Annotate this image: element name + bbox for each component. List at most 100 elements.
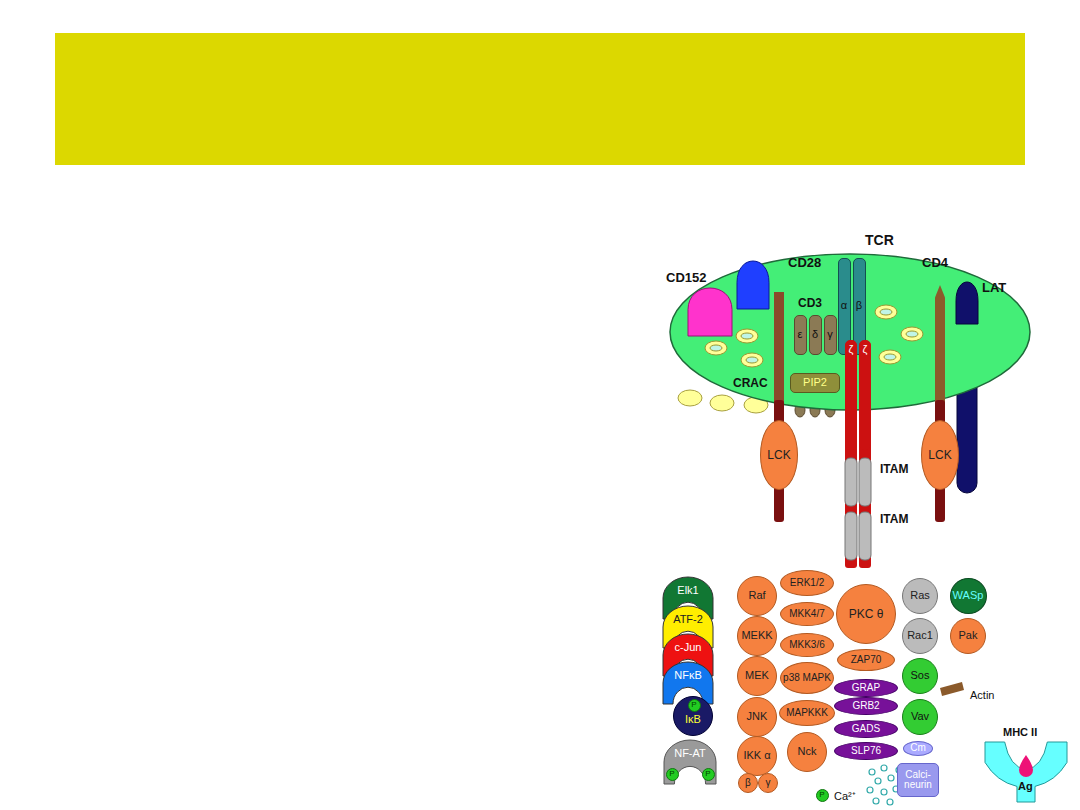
- kinase-oval: MKK4/7: [780, 602, 834, 626]
- molecule-label: CD4: [922, 255, 948, 270]
- itam-segment: [845, 458, 857, 506]
- phosphate-dot: P: [666, 768, 679, 781]
- coreceptor-stalk: CD4: [935, 285, 945, 335]
- channel-base: [678, 390, 702, 406]
- molecule-name: α: [841, 300, 847, 312]
- inhibitor-circle: IκBP: [673, 696, 713, 736]
- calcium-ion: [888, 775, 894, 781]
- molecule-name: P: [669, 770, 674, 778]
- kinase-oval: MKK3/6: [780, 633, 834, 657]
- receptor-dome-shape: [688, 288, 732, 336]
- kinase-oval: LCK: [921, 420, 959, 490]
- crac-channel: [741, 353, 763, 367]
- molecule-name: β: [856, 300, 862, 312]
- kinase-circle: PKC θ: [836, 584, 896, 644]
- molecule-name: P: [819, 791, 824, 799]
- molecule-name: GRAP: [852, 683, 880, 694]
- molecule-name: Rac1: [907, 630, 933, 642]
- zeta-tail: [859, 440, 871, 568]
- molecule-name: P: [691, 701, 696, 709]
- kinase-circle: Pak: [950, 618, 986, 654]
- actin-regulator: WASp: [950, 578, 987, 614]
- coreceptor-stalk-outline: [935, 285, 945, 335]
- channel-ring: [705, 341, 727, 355]
- molecule-name: JNK: [747, 711, 768, 723]
- antigen-shape: [1019, 755, 1033, 777]
- crac-channel: [901, 327, 923, 341]
- molecule-name: GRB2: [852, 701, 879, 712]
- actin-filament: [940, 682, 964, 696]
- cd3-chain: γ: [824, 315, 837, 355]
- lipid-box: PIP2: [790, 373, 840, 393]
- molecule-name: LCK: [928, 449, 951, 462]
- molecule-name: ζ: [849, 344, 854, 356]
- phosphatase-box: Calci- neurin: [897, 763, 939, 797]
- kinase-circle: Nck: [787, 732, 827, 772]
- molecule-name: Raf: [748, 590, 765, 602]
- kinase-oval: ZAP70: [837, 649, 895, 671]
- calmodulin-oval: Cm: [903, 741, 933, 756]
- cd3-chain: δ: [809, 315, 822, 355]
- channel-ring: [879, 350, 901, 364]
- adaptor-oval: GADS: [834, 720, 898, 738]
- mhc-molecule: MHC IIAg: [985, 742, 1067, 802]
- adaptor-oval: SLP76: [834, 742, 898, 760]
- molecule-name: c-Jun: [675, 642, 702, 654]
- molecule-label: MHC II: [1003, 726, 1037, 738]
- molecule-name: Ras: [910, 590, 930, 602]
- molecule-name: Elk1: [677, 585, 698, 597]
- crac-channel: [705, 341, 727, 355]
- zeta-tails: [845, 440, 871, 568]
- molecule-name: MAPKKK: [786, 708, 828, 719]
- channel-ring: [875, 305, 897, 319]
- molecule-name: LCK: [767, 449, 790, 462]
- cd28-stalk: [774, 292, 784, 404]
- gtpase-circle: Ras: [902, 578, 938, 614]
- molecule-name: γ: [766, 778, 771, 789]
- structure-label: ITAM: [880, 512, 908, 526]
- calcium-ion: [881, 789, 887, 795]
- calcium-ion: [873, 798, 879, 804]
- molecule-name: MEKK: [741, 630, 772, 642]
- channel-pore: [710, 345, 722, 351]
- molecule-name: ATF-2: [673, 614, 703, 626]
- kinase-circle: MEKK: [737, 616, 777, 656]
- phosphate-dot: P: [702, 768, 715, 781]
- phosphate-dot: P: [688, 699, 701, 712]
- receptor-dome: CD28: [737, 261, 769, 309]
- kinase-oval: LCK: [760, 420, 798, 490]
- molecule-name: Calci- neurin: [900, 770, 936, 791]
- molecule-label: CD152: [666, 270, 706, 285]
- zeta-chain: ζ: [859, 340, 871, 450]
- crac-channel: [875, 305, 897, 319]
- structure-label: CD3: [798, 296, 822, 310]
- kinase-oval: p38 MAPK: [780, 662, 834, 694]
- molecule-name: PIP2: [803, 377, 827, 389]
- kinase-subunit: γ: [758, 773, 778, 793]
- molecule-name: SLP76: [851, 746, 881, 757]
- itam-segment: [859, 512, 871, 560]
- receptor-dome-outline: [688, 288, 732, 336]
- molecule-name: Cm: [910, 743, 926, 754]
- calcium-ion: [881, 765, 887, 771]
- molecule-name: Sos: [911, 670, 930, 682]
- molecule-name: WASp: [953, 590, 984, 602]
- adaptor-dome-shape: [956, 282, 978, 324]
- cd4-stalk: [935, 333, 945, 404]
- molecule-name: GADS: [852, 724, 880, 735]
- receptor-dome-outline: [737, 261, 769, 309]
- structure-label: TCR: [865, 232, 894, 248]
- kinase-circle: JNK: [737, 697, 777, 737]
- crac-channel: [736, 329, 758, 343]
- molecule-name: MKK3/6: [789, 640, 825, 651]
- molecule-name: PKC θ: [849, 608, 884, 621]
- channel-pore: [880, 309, 892, 315]
- molecule-name: δ: [812, 329, 818, 341]
- itam-segment: [845, 512, 857, 560]
- channel-ring: [741, 353, 763, 367]
- calcium-ion: [867, 787, 873, 793]
- molecule-label: Ag: [1018, 780, 1033, 792]
- molecule-label: Ca²⁺: [834, 788, 856, 803]
- kinase-circle: IKK α: [737, 736, 777, 776]
